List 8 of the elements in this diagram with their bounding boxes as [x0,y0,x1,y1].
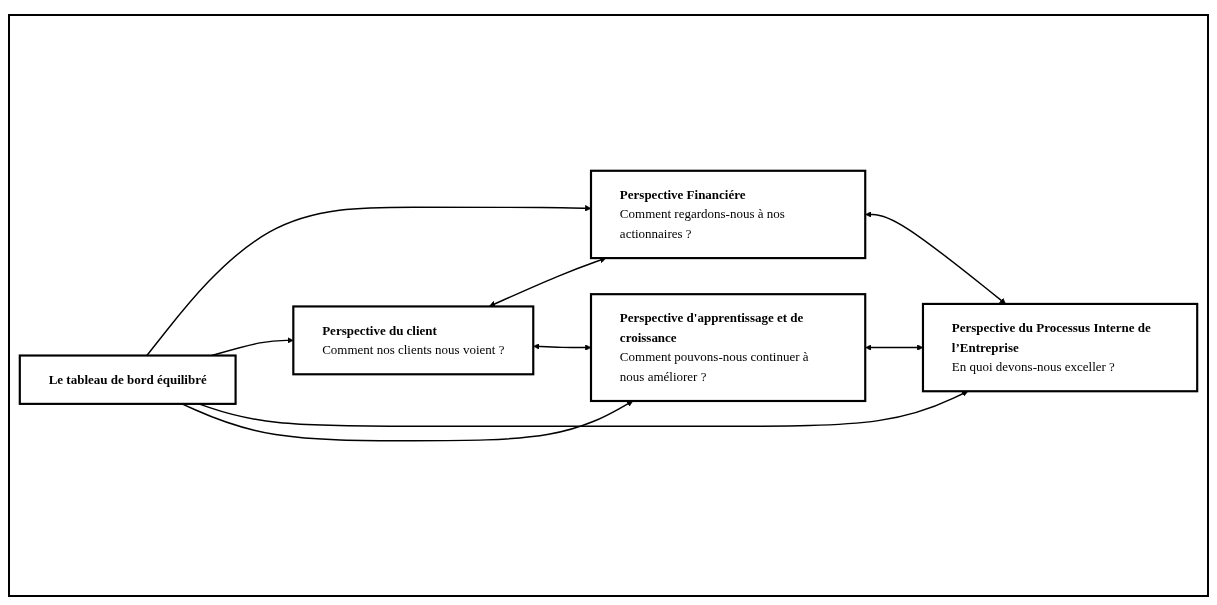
arrow [146,204,592,356]
node-box: Perspective du Processus Interne de l’Entreprise En quoi devons-nous exceller ? [921,302,1199,393]
arrow [533,343,592,351]
node-box: Perspective Financiére Comment regardons-nous à nos actionnaires ? [589,169,867,259]
node-box: Le tableau de bord équilibré [18,354,237,405]
arrow [865,211,1006,304]
node-box: Perspective du client Comment nos clients nous voient ? [292,305,535,376]
node-box: Perspective d'apprentissage et de croissance Comment pouvons-nous continuer à nous améliorer ? [589,292,867,402]
